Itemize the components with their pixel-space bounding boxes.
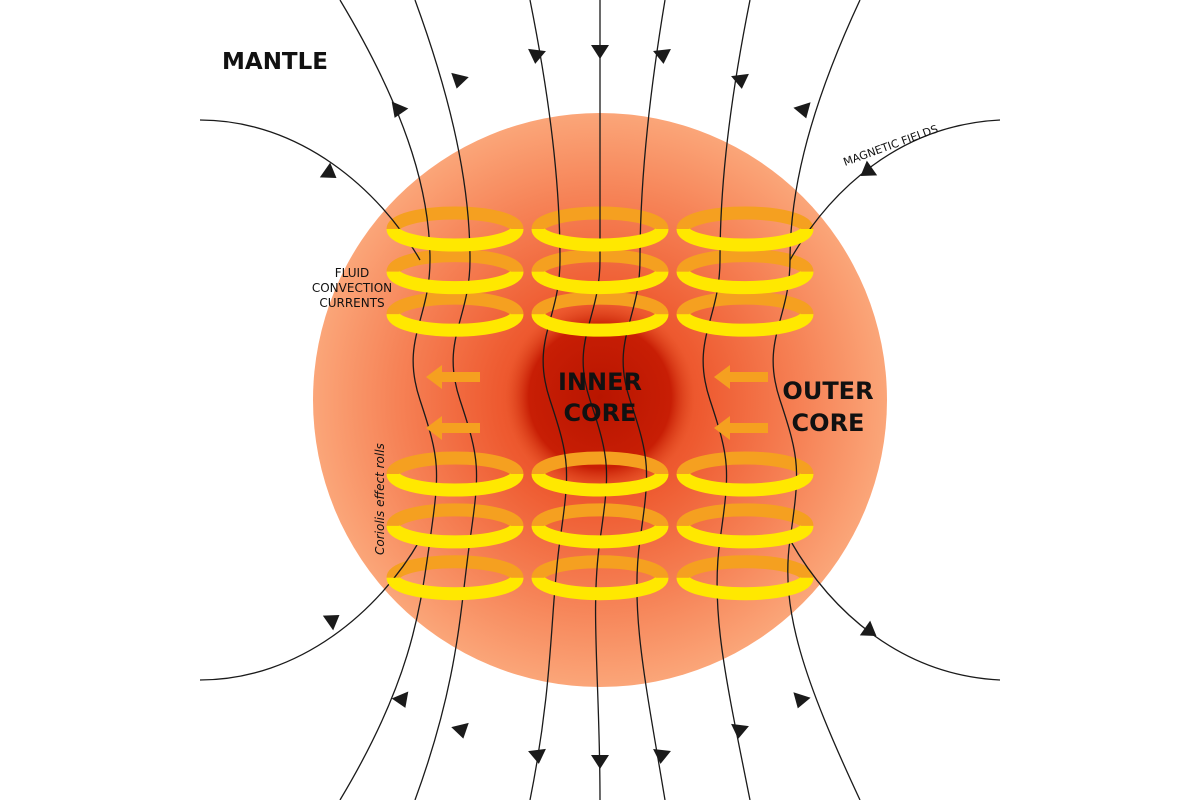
field-arrow-icon [653,749,671,764]
field-arrow-icon [451,72,469,89]
spiral-coil-back [386,206,524,231]
field-arrow-icon [860,160,878,177]
convection-arrow-icon [714,365,768,389]
svg-text:OUTER: OUTER [782,377,873,405]
spiral-coil-front [386,575,524,601]
field-arrow-icon [653,49,671,64]
magnetic-field-line [339,0,438,800]
field-arrow-icon [322,614,340,631]
svg-text:INNER: INNER [558,368,642,396]
field-arrow-icon [528,48,546,64]
spiral-coil-back [676,503,814,528]
field-arrow-icon [859,620,877,637]
field-arrow-icon [793,102,811,119]
field-arrow-icon [451,722,469,739]
spiral-coil-front [676,269,814,295]
inner-core [505,302,695,492]
spiral-coil-back [531,503,669,528]
spiral-coil-back [676,451,814,476]
spiral-coil-front [386,524,524,549]
spiral-coil-front [676,227,814,252]
field-arrow-icon [793,692,811,709]
magnetic-field-line [772,0,861,800]
inner-core-label: INNER CORE [558,368,642,427]
field-arrow-icon [591,45,609,59]
spiral-coil-back [676,291,814,316]
spiral-coil-back [531,291,669,316]
fluid-convection-label: FLUID CONVECTION CURRENTS [312,266,392,310]
svg-text:CURRENTS: CURRENTS [319,296,384,310]
magnetic-fields-label: MAGNETIC FIELDS [842,122,940,168]
svg-text:FLUID: FLUID [335,266,370,280]
field-arrow-icon [319,162,337,179]
spiral-coil-back [386,451,524,476]
spiral-coil-front [531,472,669,497]
spiral-coil-front [386,472,524,497]
mantle-label: MANTLE [222,49,328,75]
magnetic-field-line [702,0,751,800]
magnetic-field-line [414,0,478,800]
spiral-coil-front [386,269,524,295]
spiral-coil-back [386,249,524,274]
field-arrow-icon [591,755,609,769]
field-arrow-icon [391,101,409,118]
coriolis-label: Coriolis effect rolls [373,443,387,555]
spiral-coil-back [386,291,524,316]
convection-arrow-icon [714,416,768,440]
magnetic-field-line [582,0,608,800]
spiral-coil-front [531,524,669,549]
magnetic-field-line [529,0,568,800]
spiral-coil-front [676,524,814,549]
spiral-coil-back [676,555,814,580]
spiral-coil-front [531,575,669,601]
field-arrow-icon [731,723,749,739]
field-arrow-icon [391,691,409,708]
magnetic-field-line [199,539,421,681]
spiral-coil-front [531,312,669,337]
spiral-coil-back [676,249,814,274]
svg-text:CORE: CORE [564,399,637,427]
spiral-coil-back [676,206,814,231]
spiral-coil-front [676,472,814,497]
spiral-coil-front [386,227,524,252]
field-arrow-icon [528,748,546,764]
field-arrow-icon [731,73,749,89]
spiral-coil-back [386,503,524,528]
spiral-coil-back [531,451,669,476]
svg-text:CONVECTION: CONVECTION [312,281,392,295]
spiral-coil-front [531,227,669,252]
convection-arrow-icon [426,365,480,389]
svg-text:CORE: CORE [792,409,865,437]
convection-arrow-icon [426,416,480,440]
spiral-coil-front [386,312,524,337]
outer-core-label: OUTER CORE [782,377,873,437]
spiral-coil-front [531,269,669,295]
spiral-coil-front [676,312,814,337]
spiral-coil-back [531,555,669,580]
spiral-coil-front [676,575,814,601]
magnetic-field-line [622,0,666,800]
